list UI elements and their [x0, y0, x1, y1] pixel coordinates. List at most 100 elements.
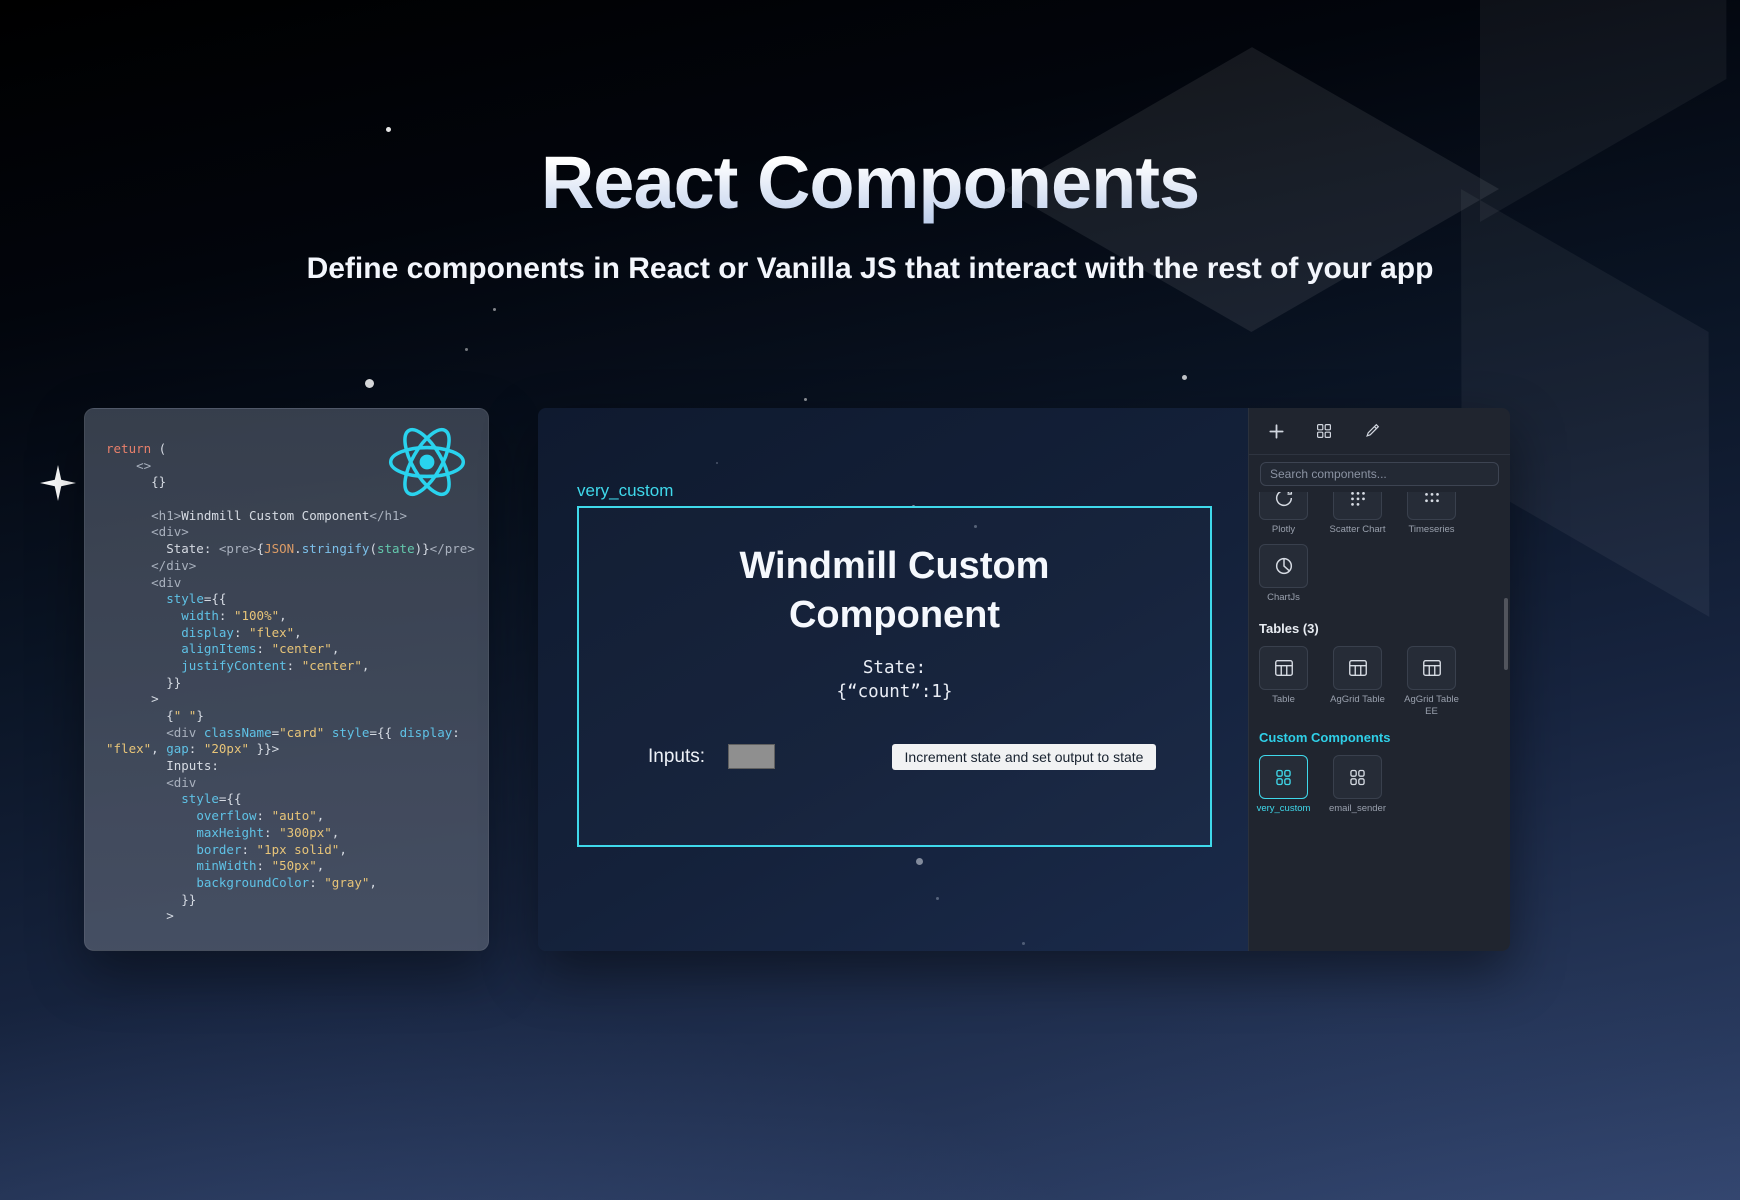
sparkle	[465, 348, 468, 351]
resize-handle[interactable]	[916, 858, 923, 865]
style-icon	[1364, 423, 1381, 439]
custom-section-header: Custom Components	[1259, 730, 1391, 746]
component-item-label: ChartJs	[1267, 592, 1300, 604]
code-token	[106, 775, 166, 790]
code-line: {}	[106, 474, 480, 491]
code-line: style={{	[106, 591, 480, 608]
code-token	[106, 658, 181, 673]
code-token: ,	[361, 657, 370, 673]
component-item-table[interactable]: Table	[1259, 645, 1308, 719]
code-token: :	[264, 824, 280, 840]
code-token	[106, 641, 181, 656]
component-item-email-sender[interactable]: email_sender	[1329, 755, 1386, 815]
code-token: alignItems	[181, 641, 257, 657]
code-token: return	[106, 441, 152, 456]
code-token: :	[309, 874, 325, 890]
code-token: :	[188, 741, 204, 757]
sidebar-tabs	[1249, 408, 1510, 455]
code-token: "auto"	[271, 808, 317, 824]
component-item-chartjs[interactable]: ChartJs	[1259, 544, 1308, 604]
code-token	[106, 825, 196, 840]
component-item-label: Plotly	[1271, 524, 1296, 535]
code-line: display: "flex",	[106, 625, 480, 642]
code-token: {}	[106, 474, 167, 490]
increment-state-button[interactable]: Increment state and set output to state	[892, 744, 1156, 770]
table-icon	[1259, 645, 1308, 690]
code-line: <div className="card" style={{ display:	[106, 725, 480, 742]
code-token: :	[256, 808, 272, 824]
code-line: border: "1px solid",	[106, 842, 480, 859]
code-editor-panel: return ( <> {} <h1>Windmill Custom Compo…	[84, 408, 489, 951]
code-line: maxHeight: "300px",	[106, 825, 480, 842]
custom-row: very_custom email_sender	[1257, 755, 1500, 815]
code-token: "card"	[279, 724, 325, 740]
code-token: </pre>	[429, 541, 475, 557]
code-token: <div	[166, 724, 197, 740]
code-line: }}	[106, 892, 480, 909]
selected-component-frame[interactable]: Windmill Custom Component State: {“count…	[577, 506, 1212, 847]
code-token	[106, 524, 151, 539]
code-token: style	[331, 724, 370, 740]
code-token: "center"	[271, 641, 332, 657]
component-item-label: AgGrid Table	[1330, 693, 1385, 705]
sparkle	[386, 127, 391, 132]
component-item-label: email_sender	[1328, 803, 1387, 815]
component-item-scatter-chart[interactable]: Scatter Chart	[1330, 492, 1385, 536]
code-token	[106, 842, 196, 857]
code-token: {	[106, 708, 174, 723]
code-line: <div	[106, 575, 480, 592]
code-token	[324, 725, 332, 740]
code-token: </div>	[151, 557, 197, 573]
sidebar-tab-style[interactable]	[1364, 423, 1381, 440]
app-editor-window: very_custom Windmill Custom Component St…	[538, 408, 1510, 951]
code-line: </div>	[106, 558, 480, 575]
code-token: justifyContent	[181, 657, 287, 673]
code-token: >	[106, 691, 159, 707]
code-token: <div>	[151, 524, 189, 540]
code-token: display	[399, 724, 453, 740]
code-token: <>	[136, 457, 152, 473]
code-token: minWidth	[196, 858, 257, 874]
code-token: .	[294, 541, 302, 557]
code-line: }}	[106, 675, 480, 692]
code-token: backgroundColor	[196, 874, 310, 890]
sidebar-tab-plus[interactable]	[1268, 423, 1285, 440]
component-item-aggrid-table[interactable]: AgGrid Table	[1330, 645, 1385, 719]
code-token	[106, 558, 151, 573]
sparkle	[1022, 942, 1025, 945]
code-token: border	[196, 841, 242, 857]
code-token: gap	[166, 741, 189, 757]
component-item-very-custom[interactable]: very_custom	[1257, 755, 1310, 815]
search-input[interactable]	[1260, 462, 1499, 486]
code-token	[106, 858, 196, 873]
component-item-plotly[interactable]: Plotly	[1259, 492, 1308, 536]
code-line: width: "100%",	[106, 608, 480, 625]
code-token: JSON	[264, 541, 295, 557]
component-item-timeseries[interactable]: Timeseries	[1407, 492, 1456, 536]
code-token	[196, 725, 204, 740]
sidebar-tab-components[interactable]	[1316, 423, 1333, 440]
component-id-label: very_custom	[577, 481, 674, 500]
component-input-box[interactable]	[728, 744, 775, 769]
code-line: {" "}	[106, 708, 480, 725]
code-token: "gray"	[324, 874, 370, 890]
code-line: minWidth: "50px",	[106, 858, 480, 875]
charts-row-top: Plotly Scatter Chart Timeseries	[1259, 492, 1500, 536]
code-token: (	[369, 541, 377, 557]
component-item-aggrid-table-ee[interactable]: AgGrid Table EE	[1404, 645, 1459, 719]
code-token: >	[106, 908, 174, 924]
component-heading: Windmill Custom Component	[739, 545, 1050, 636]
code-line: <div	[106, 775, 480, 792]
code-token	[106, 508, 151, 523]
sparkle	[716, 462, 718, 464]
code-token	[106, 458, 136, 473]
code-token: stringify	[301, 541, 370, 557]
code-line: style={{	[106, 791, 480, 808]
code-block: return ( <> {} <h1>Windmill Custom Compo…	[106, 441, 480, 942]
code-line: >	[106, 691, 480, 708]
code-token: overflow	[196, 808, 257, 824]
sidebar-scrollbar[interactable]	[1504, 598, 1508, 670]
component-item-label: AgGrid Table EE	[1404, 693, 1459, 718]
code-line: "flex", gap: "20px" }}>	[106, 741, 480, 758]
